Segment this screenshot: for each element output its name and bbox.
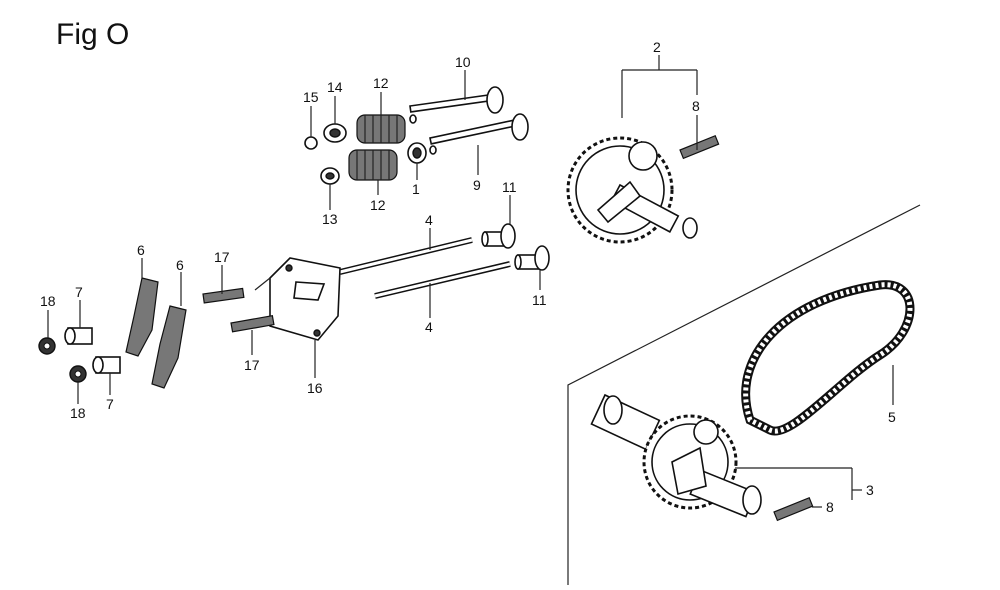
- pivot-7-lower: [92, 356, 121, 374]
- callout-9: 9: [473, 177, 481, 193]
- callout-17-lower: 17: [244, 357, 260, 373]
- tappet-upper: [481, 223, 516, 249]
- push-rod-upper: [339, 237, 473, 275]
- callout-10: 10: [455, 54, 471, 70]
- callout-18-lower: 18: [70, 405, 86, 421]
- push-rod-lower: [374, 261, 511, 299]
- callout-18-upper: 18: [40, 293, 56, 309]
- cam-chain: [741, 280, 915, 436]
- callout-5: 5: [888, 409, 896, 425]
- callout-1: 1: [412, 181, 420, 197]
- callout-14: 14: [327, 79, 343, 95]
- callout-11-lower: 11: [532, 292, 547, 308]
- callout-8-lower: 8: [826, 499, 834, 515]
- callout-17-upper: 17: [214, 249, 230, 265]
- callout-4-upper: 4: [425, 212, 433, 228]
- rocker-arm-right: [151, 305, 187, 389]
- spring-retainer-14: [323, 123, 347, 143]
- callout-3: 3: [866, 482, 874, 498]
- inset-border: [567, 204, 921, 585]
- callout-8-upper: 8: [692, 98, 700, 114]
- callout-7-upper: 7: [75, 284, 83, 300]
- valve-seal-1: [407, 142, 427, 164]
- decompressor-spring-8-lower: [773, 496, 814, 522]
- callout-12-lower: 12: [370, 197, 386, 213]
- nut-18-upper: [38, 337, 56, 355]
- callout-labels: 1 2 3 4 4 5 6 6 7 7 8 8 9 10 11 11 12 12…: [40, 39, 896, 515]
- valve-9: [429, 113, 529, 155]
- callout-12-upper: 12: [373, 75, 389, 91]
- valve-spring-upper: [356, 114, 406, 144]
- spring-retainer-13: [320, 167, 340, 185]
- callout-11-upper: 11: [502, 179, 517, 195]
- callout-4-lower: 4: [425, 319, 433, 335]
- decompressor-spring-8-upper: [679, 134, 720, 160]
- nut-18-lower: [69, 365, 87, 383]
- figure-title: Fig O: [56, 18, 130, 51]
- valve-10: [409, 86, 504, 124]
- callout-6-right: 6: [176, 257, 184, 273]
- rocker-arm-left: [125, 277, 159, 357]
- rocker-arm-plate: [254, 257, 341, 341]
- callout-15: 15: [303, 89, 319, 105]
- valve-clip-15: [304, 136, 318, 150]
- callout-6-left: 6: [137, 242, 145, 258]
- callout-13: 13: [322, 211, 338, 227]
- callout-7-lower: 7: [106, 396, 114, 412]
- tappet-lower: [514, 245, 550, 271]
- callout-2: 2: [653, 39, 661, 55]
- leader-lines: [47, 55, 894, 508]
- callout-16: 16: [307, 380, 323, 396]
- valve-spring-lower: [348, 149, 398, 181]
- inset-camshaft-gear: [590, 393, 762, 518]
- pivot-bolt-lower: [230, 315, 275, 333]
- pivot-7-upper: [64, 327, 93, 345]
- pivot-bolt-upper: [202, 287, 245, 304]
- camshaft-gear: [566, 136, 698, 244]
